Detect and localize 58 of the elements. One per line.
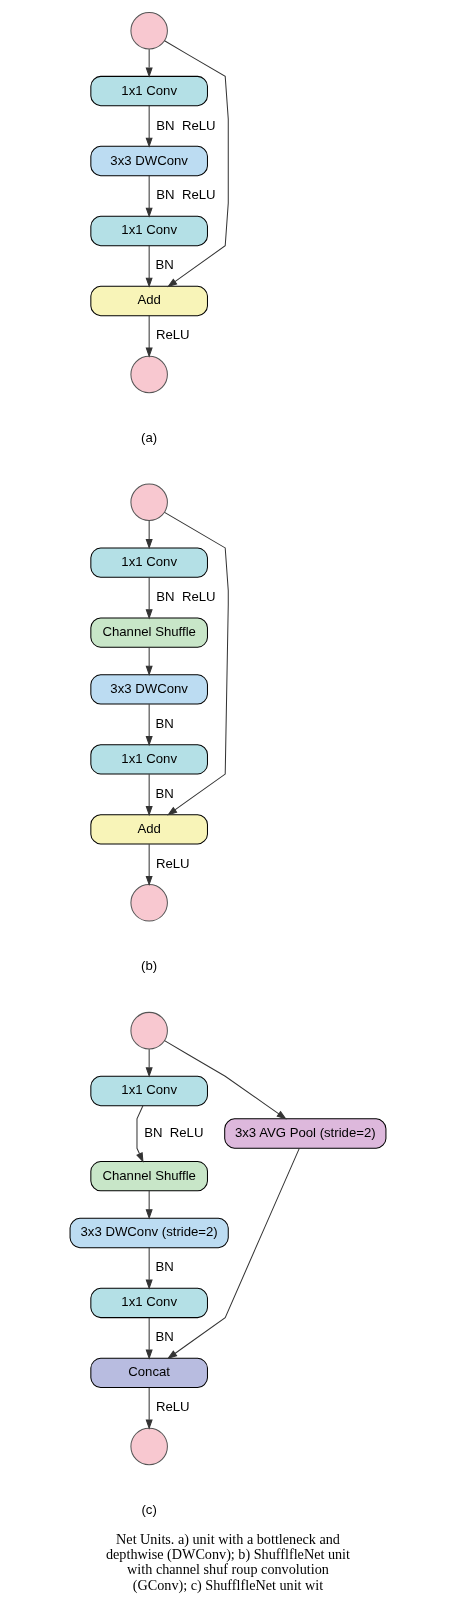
arrow [145,646,153,676]
caption: Net Units. a) unit with a bottleneck and depthwise (DWConv); b) ShufflfleNet unit with channel shuf roup convolution (GConv); c) ShufflfleNet unit wit [105,1530,351,1593]
edge-label: ReLU [155,327,190,343]
arrow [145,1317,153,1360]
node-box: 3x3 DWConv (stride=2) [69,1217,229,1249]
node-box: Channel Shuffle [90,617,208,648]
node-box: Add [90,814,208,845]
edge-label: BN [155,785,174,801]
label: (b) [141,958,158,974]
node-box: Concat [90,1357,208,1389]
node-box: 1x1 Conv [90,75,208,107]
node-circle [130,12,168,50]
node-circle [130,884,168,922]
arrow [145,315,153,358]
node-circle [130,355,168,394]
arrow [136,1105,144,1163]
edge-label: BN [155,1329,174,1345]
arrow [164,511,229,816]
node-box: 3x3 DWConv [90,674,208,705]
arrow [145,48,153,78]
arrow [145,1190,153,1220]
node-box: 1x1 Conv [90,547,208,578]
arrow [164,1040,287,1120]
edge-label: BN ReLU [156,589,216,605]
node-box: 1x1 Conv [90,1287,208,1319]
label: (a) [141,429,158,445]
node-box: 1x1 Conv [90,744,208,775]
node-box: 3x3 AVG Pool (stride=2) [224,1118,387,1149]
edge-label: BN [155,715,174,731]
arrow [167,1147,300,1360]
node-box: Channel Shuffle [90,1160,208,1192]
label: (c) [141,1501,157,1517]
arrow [145,1048,153,1078]
edge-label: BN [155,1259,174,1275]
edge-label: ReLU [155,1399,190,1415]
node-circle [130,1427,168,1466]
node-circle [130,1011,168,1050]
arrow [145,175,153,218]
arrow [145,773,153,817]
node-circle [130,483,168,522]
arrow [145,105,153,148]
edge-label: BN [155,257,174,273]
edge-label: BN ReLU [156,187,216,203]
arrow [164,40,229,288]
node-box: 3x3 DWConv [90,145,208,177]
arrow [145,1387,153,1430]
arrow [145,703,153,747]
node-box: 1x1 Conv [90,215,208,247]
edge-label: ReLU [155,855,190,871]
arrow [145,520,153,550]
node-box: Add [90,285,208,317]
arrow [145,843,153,887]
edge-label: BN ReLU [156,117,216,133]
arrow [145,576,153,620]
edge-label: BN ReLU [144,1125,204,1141]
node-box: 1x1 Conv [90,1075,208,1107]
arrow [145,1247,153,1290]
arrow [145,245,153,288]
